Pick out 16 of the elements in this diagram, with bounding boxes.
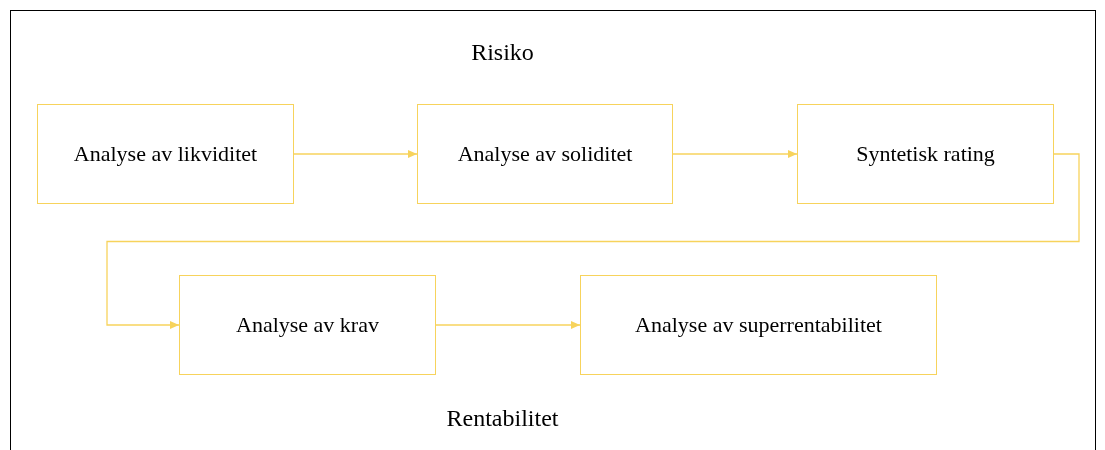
arrow [435, 321, 581, 329]
box-label: Analyse av soliditet [457, 140, 633, 168]
arrow [672, 150, 798, 158]
box-label: Analyse av superrentabilitet [635, 311, 882, 339]
process-box [179, 275, 436, 375]
process-box [37, 104, 294, 204]
process-box [580, 275, 937, 375]
box-label: Analyse av likviditet [73, 140, 258, 168]
group-heading: Risiko [470, 38, 535, 67]
process-box [417, 104, 673, 204]
process-box [797, 104, 1054, 204]
box-label: Syntetisk rating [856, 140, 995, 168]
arrow [106, 153, 1080, 329]
group-heading: Rentabilitet [445, 404, 560, 433]
box-label: Analyse av krav [236, 311, 379, 339]
arrow [293, 150, 418, 158]
